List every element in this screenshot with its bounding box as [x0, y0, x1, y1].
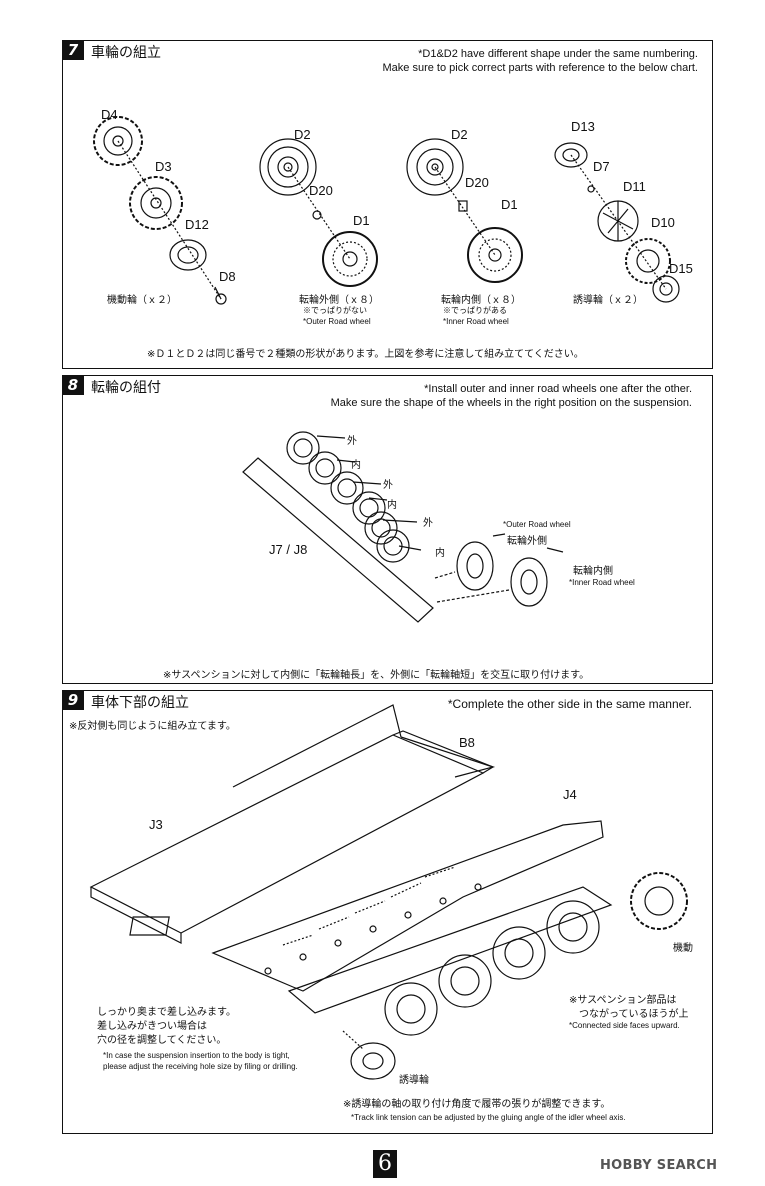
- caption-inner-sub-jp: ※でっぱりがある: [443, 306, 507, 315]
- part-label-d2-outer: D2: [294, 127, 311, 142]
- part-label-d13: D13: [571, 119, 595, 134]
- suspension-note-en: *Connected side faces upward.: [569, 1021, 680, 1030]
- wheel-assembly-illustration: [93, 116, 680, 305]
- step-number-badge: 7: [62, 40, 84, 60]
- part-label-d15: D15: [669, 261, 693, 276]
- step-title: 車輪の組立: [91, 45, 161, 61]
- caption-sprocket: 機動輪（ｘ２）: [107, 295, 177, 306]
- step-note-en-1: *Install outer and inner road wheels one…: [424, 383, 692, 395]
- caption-outer-sub-jp: ※でっぱりがない: [303, 306, 367, 315]
- part-label-j3: J3: [149, 817, 163, 832]
- label-inner-2: 内: [387, 500, 397, 511]
- step-7-panel: 7 車輪の組立 *D1&D2 have different shape unde…: [62, 40, 713, 369]
- label-inner-1: 内: [351, 460, 361, 471]
- part-label-d4: D4: [101, 107, 118, 122]
- part-label-j7-j8: J7 / J8: [269, 542, 308, 557]
- part-label-d20-inner: D20: [465, 175, 489, 190]
- suspension-note-jp-2: つながっているほうが上: [579, 1009, 689, 1020]
- step-note-en: *Complete the other side in the same man…: [447, 697, 692, 711]
- part-label-d7: D7: [593, 159, 610, 174]
- track-note-jp: ※誘導輪の軸の取り付け角度で履帯の張りが調整できます。: [343, 1099, 611, 1110]
- part-label-d1-inner: D1: [501, 197, 518, 212]
- insert-note-en-2: please adjust the receiving hole size by…: [103, 1062, 298, 1071]
- step-title: 車体下部の組立: [91, 695, 189, 711]
- step-9-panel: 9 車体下部の組立 *Complete the other side in th…: [62, 690, 713, 1134]
- insert-note-jp-1: しっかり奥まで差し込みます。: [97, 1007, 236, 1018]
- part-label-d11: D11: [623, 179, 646, 194]
- part-label-d8: D8: [219, 269, 236, 284]
- watermark-logo: HOBBY SEARCH: [600, 1158, 718, 1173]
- label-inner-3: 内: [435, 548, 445, 559]
- inner-road-wheel-en: *Inner Road wheel: [569, 578, 635, 587]
- outer-road-wheel-jp: 転輪外側: [507, 536, 547, 547]
- track-note-en: *Track link tension can be adjusted by t…: [351, 1113, 626, 1122]
- label-outer-2: 外: [383, 480, 393, 491]
- step-number-badge: 8: [62, 375, 84, 395]
- label-outer-1: 外: [347, 436, 357, 447]
- part-label-b8: B8: [459, 735, 475, 750]
- part-label-d1-outer: D1: [353, 213, 370, 228]
- part-label-d12: D12: [185, 217, 209, 232]
- step-note-jp: ※サスペンションに対して内側に「転輪軸長」を、外側に「転輪軸短」を交互に取り付け…: [163, 670, 590, 681]
- step-number-badge: 9: [62, 690, 84, 710]
- suspension-illustration: [242, 431, 564, 623]
- step-note-en-2: Make sure the shape of the wheels in the…: [330, 397, 692, 409]
- part-label-d3: D3: [155, 159, 172, 174]
- step-note-jp-top: ※反対側も同じように組み立てます。: [69, 721, 236, 732]
- page-number: 6: [373, 1150, 397, 1178]
- caption-inner-road-wheel: 転輪内側（ｘ８）: [441, 295, 521, 306]
- step-title: 転輪の組付: [91, 380, 161, 396]
- insert-note-en-1: *In case the suspension insertion to the…: [103, 1051, 290, 1060]
- label-outer-3: 外: [423, 518, 433, 529]
- insert-note-jp-2: 差し込みがきつい場合は: [97, 1021, 207, 1032]
- caption-inner-sub-en: *Inner Road wheel: [443, 317, 509, 326]
- lower-hull-illustration: [89, 704, 688, 1080]
- part-label-d10: D10: [651, 215, 675, 230]
- caption-outer-road-wheel: 転輪外側（ｘ８）: [299, 295, 379, 306]
- step-8-panel: 8 転輪の組付 *Install outer and inner road wh…: [62, 375, 713, 684]
- label-sprocket: 機動: [673, 943, 693, 954]
- insert-note-jp-3: 穴の径を調整してください。: [97, 1035, 227, 1046]
- caption-idler-wheel: 誘導輪（ｘ２）: [573, 295, 643, 306]
- part-label-d20-outer: D20: [309, 183, 333, 198]
- label-idler: 誘導輪: [399, 1075, 429, 1086]
- suspension-note-jp-1: ※サスペンション部品は: [569, 995, 677, 1006]
- caption-outer-sub-en: *Outer Road wheel: [303, 317, 371, 326]
- part-label-j4: J4: [563, 787, 577, 802]
- inner-road-wheel-jp: 転輪内側: [573, 566, 613, 577]
- step-note-jp: ※Ｄ１とＤ２は同じ番号で２種類の形状があります。上図を参考に注意して組み立ててく…: [147, 349, 584, 360]
- step-note-en-2: Make sure to pick correct parts with ref…: [382, 62, 698, 74]
- part-label-d2-inner: D2: [451, 127, 468, 142]
- outer-road-wheel-en: *Outer Road wheel: [503, 520, 571, 529]
- step-note-en-1: *D1&D2 have different shape under the sa…: [418, 48, 698, 60]
